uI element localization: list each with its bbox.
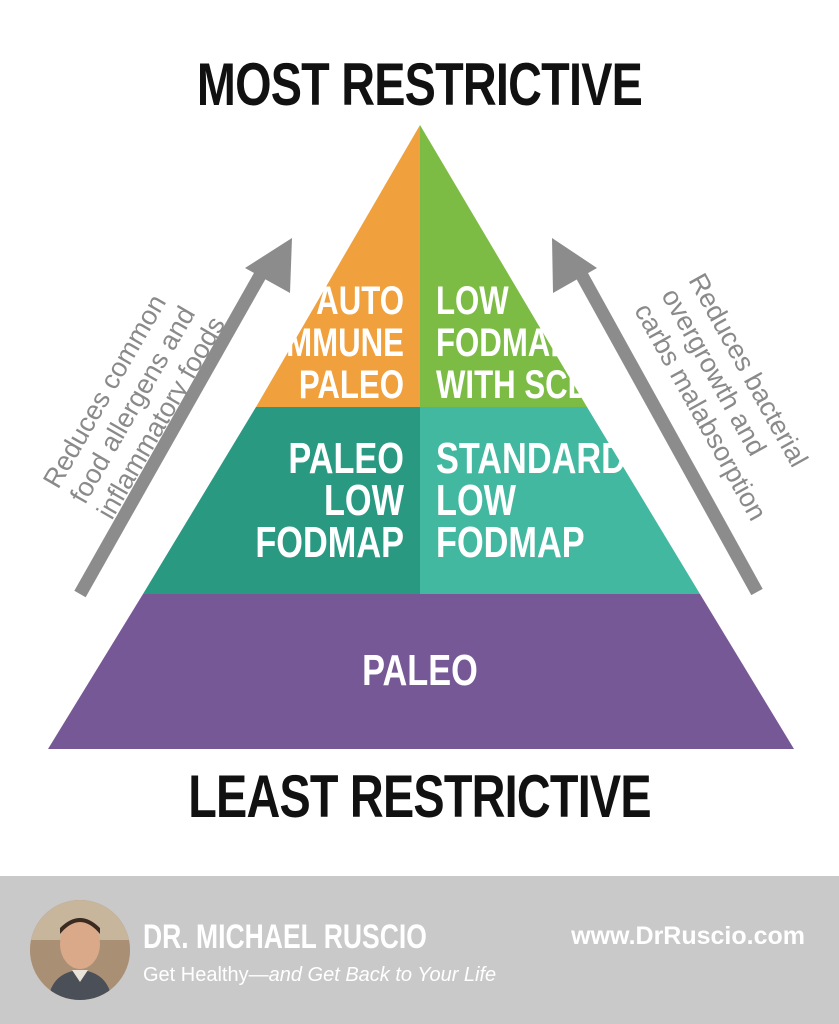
tier-middle-left-line: FODMAP — [255, 518, 404, 567]
tagline-emphasis: and Get Back to Your Life — [268, 964, 497, 986]
tier-middle-right-label: STANDARD LOW FODMAP — [436, 434, 626, 567]
tier-middle-left-line: PALEO — [288, 434, 404, 483]
tier-top-right-label: LOW FODMAP WITH SCD — [436, 278, 590, 407]
left-side-note: Reduces common food allergens and inflam… — [37, 290, 231, 524]
tier-top-right-line: LOW — [436, 278, 509, 323]
brand-name: DR. MICHAEL RUSCIO — [143, 918, 427, 956]
tier-top-right-line: WITH SCD — [436, 362, 590, 407]
tier-top-left-line: IMMUNE — [278, 320, 404, 365]
avatar — [30, 900, 130, 1000]
website-link[interactable]: www.DrRuscio.com — [571, 922, 805, 950]
tier-middle-right-line: STANDARD — [436, 434, 626, 483]
brand-tagline: Get Healthy—and Get Back to Your Life — [143, 964, 496, 987]
portrait-icon — [30, 900, 130, 1000]
bottom-heading: LEAST RESTRICTIVE — [188, 763, 651, 830]
tier-top-left — [256, 125, 420, 407]
tier-base-label: PALEO — [362, 646, 478, 695]
footer-banner: DR. MICHAEL RUSCIO Get Healthy—and Get B… — [0, 876, 839, 1024]
tier-middle-left-label: PALEO LOW FODMAP — [255, 434, 404, 567]
top-heading: MOST RESTRICTIVE — [196, 51, 643, 118]
tier-top-right — [420, 125, 587, 407]
tier-top-left-line: AUTO — [316, 278, 404, 323]
restriction-pyramid: AUTO IMMUNE PALEO LOW FODMAP WITH SCD PA… — [37, 125, 814, 749]
tier-middle-left — [143, 407, 420, 594]
tier-top-right-line: FODMAP — [436, 320, 571, 365]
right-side-note: Reduces bacterial overgrowth and carbs m… — [629, 268, 814, 525]
tier-middle-right — [420, 407, 700, 594]
tier-middle-right-line: FODMAP — [436, 518, 585, 567]
left-arrow-icon — [74, 238, 292, 598]
tier-base — [48, 594, 794, 749]
tagline-plain: Get Healthy— — [143, 964, 269, 986]
right-arrow-icon — [552, 238, 763, 596]
tier-top-left-label: AUTO IMMUNE PALEO — [278, 278, 404, 407]
tier-top-left-line: PALEO — [299, 362, 404, 407]
tier-middle-right-line: LOW — [436, 476, 517, 525]
tier-middle-left-line: LOW — [324, 476, 405, 525]
